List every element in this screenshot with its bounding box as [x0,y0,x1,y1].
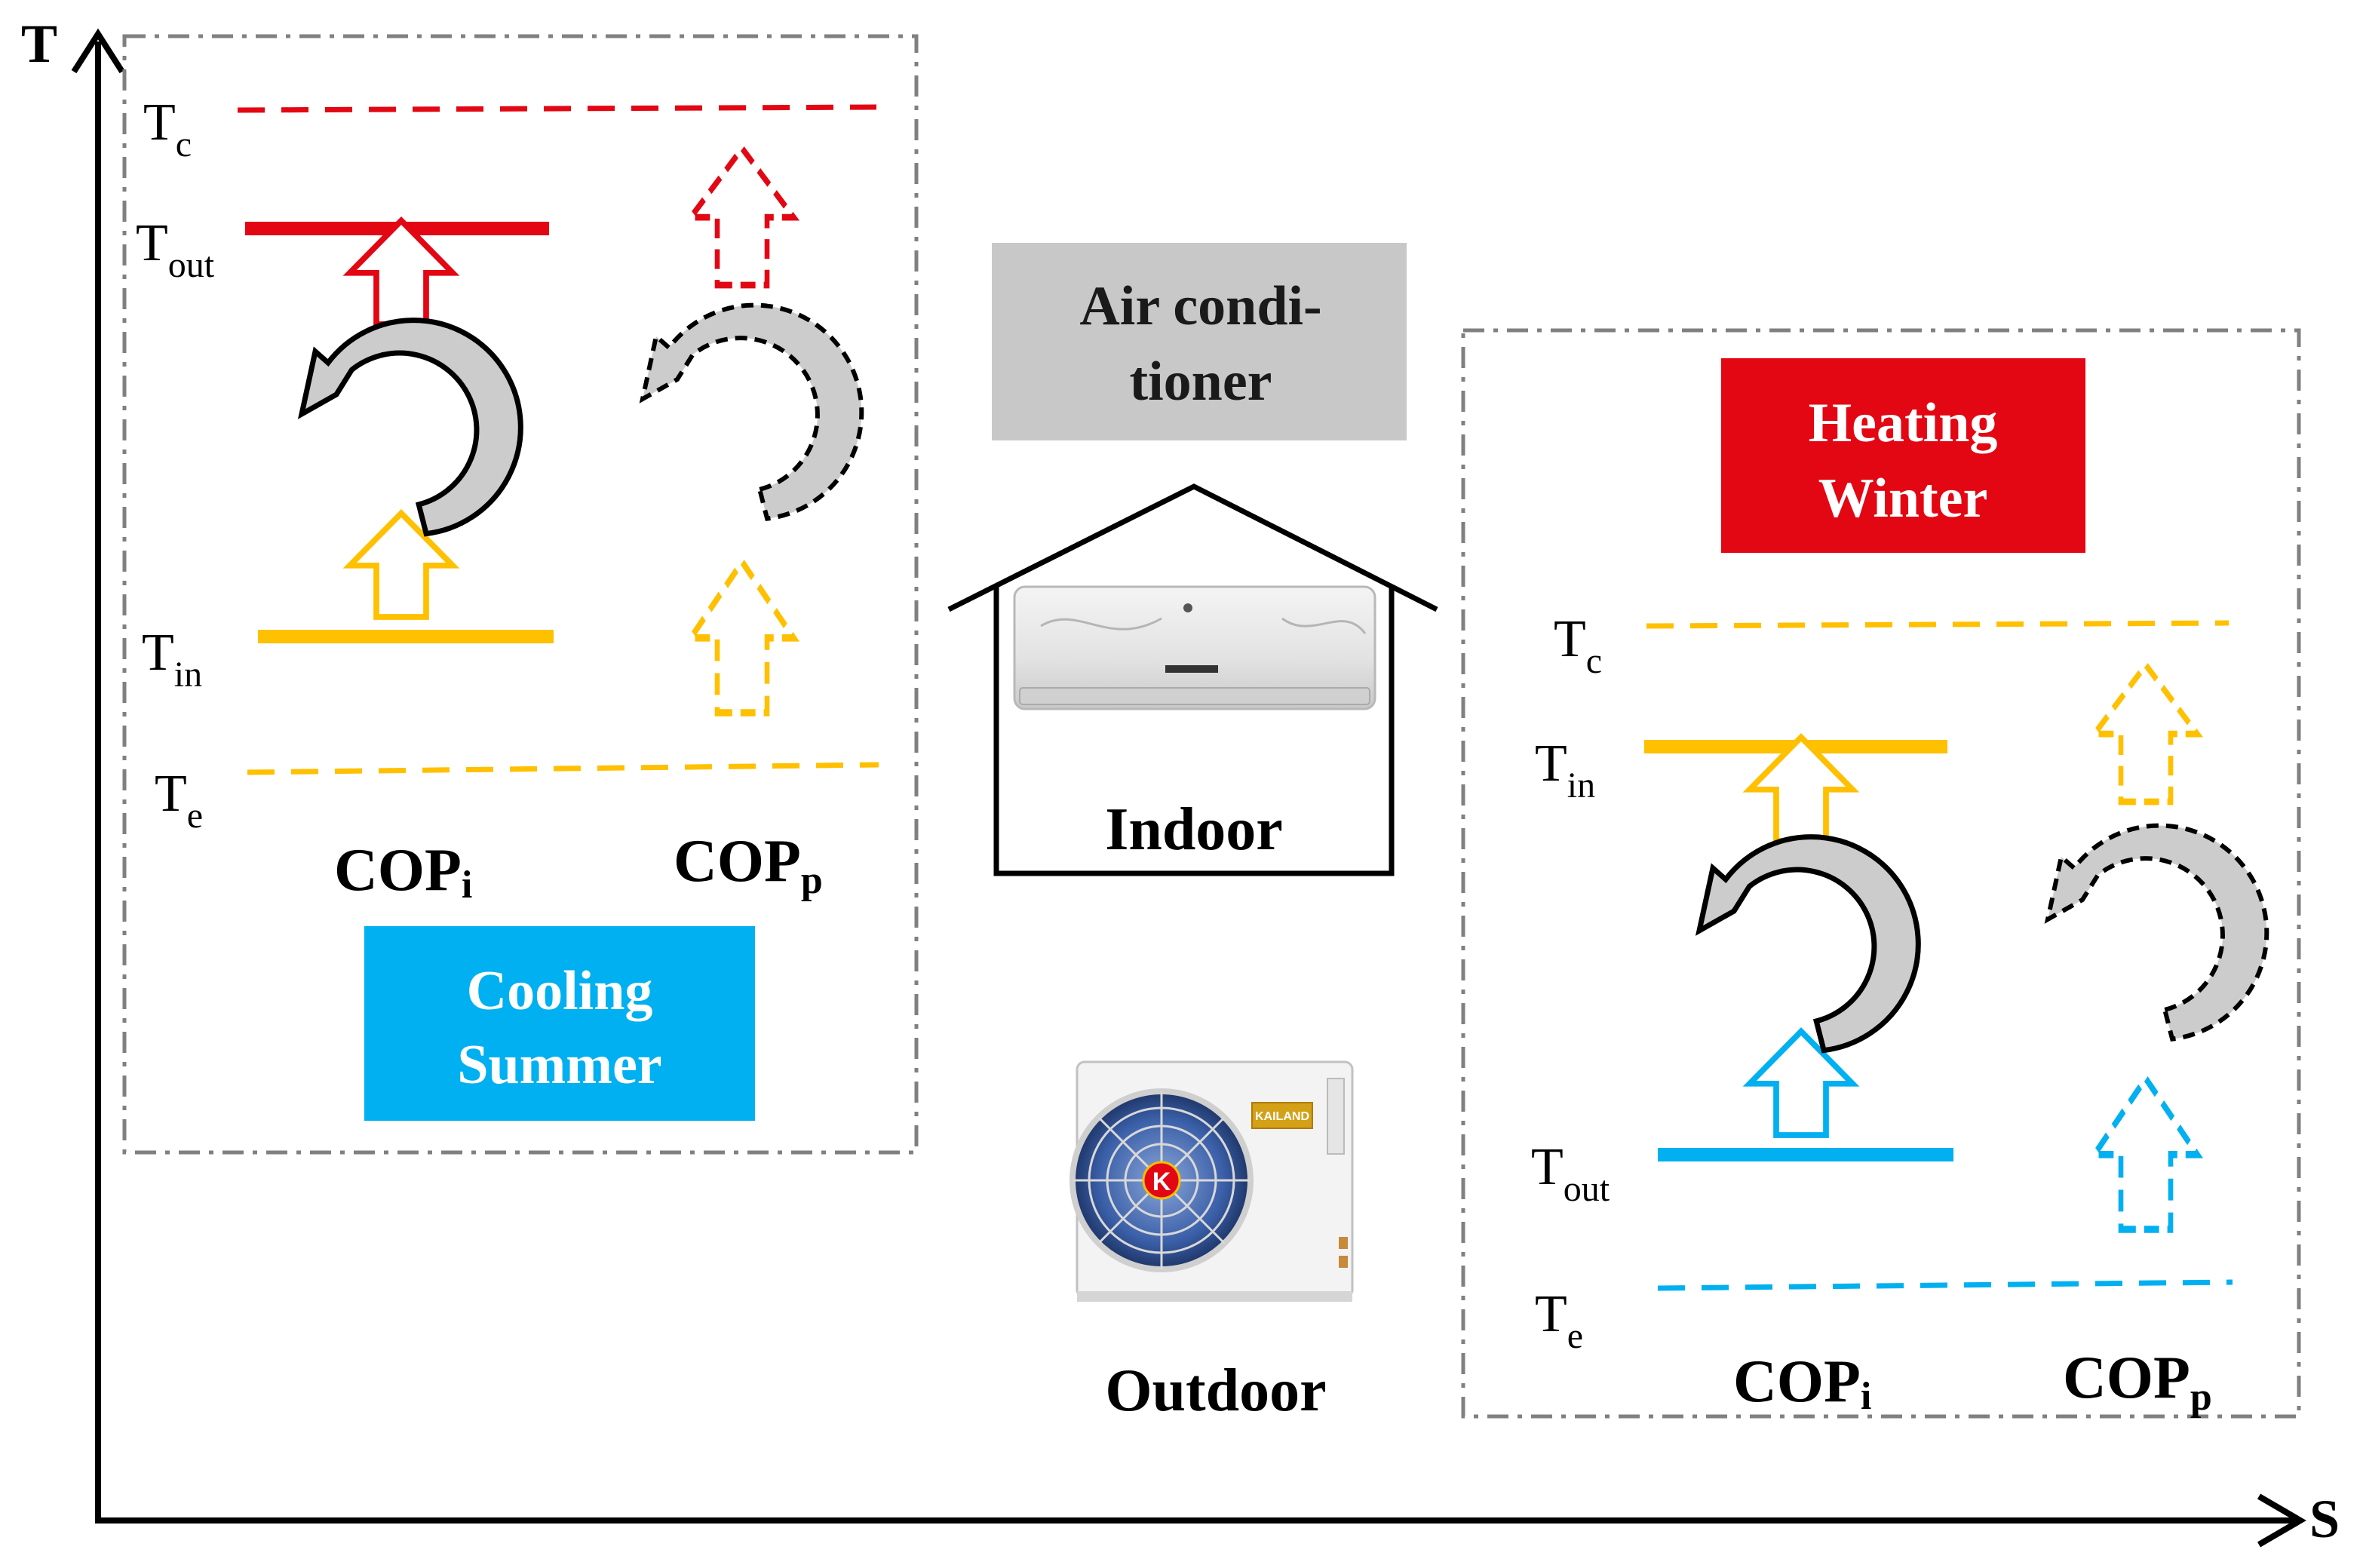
y-axis-label: T [21,14,57,74]
cooling-practical-cycle-icon [643,305,861,519]
cooling-ideal-upper-arrow [350,221,453,325]
heating-tc-label: Tc [1554,610,1602,681]
axes: T S [21,14,2340,1549]
house-roof [947,483,1438,612]
heating-title-line2: Winter [1818,468,1988,529]
heating-ideal-cycle-icon [1699,837,1918,1051]
cooling-tout-label: Tout [136,214,215,285]
cooling-title-line2: Summer [457,1034,661,1096]
heating-cop-ideal-label: COPi [1733,1349,1871,1418]
y-axis-arrowhead [71,28,125,74]
cooling-te-label: Te [155,765,203,836]
cooling-cop-practical-label: COPp [674,828,823,902]
heating-panel-frame [1461,328,2301,1419]
heating-title-box [1721,358,2085,553]
cooling-panel-frame [122,34,919,1155]
cooling-ideal-cycle-icon [302,321,520,534]
x-axis-label: S [2309,1489,2340,1549]
heating-practical-lower-arrow [2094,1079,2197,1229]
air-conditioner-group: Air condi- tioner Indoor [947,243,1438,1424]
cooling-tin-label: Tin [142,624,202,695]
cooling-title-line1: Cooling [467,960,653,1022]
air-conditioner-title-box [992,243,1407,440]
heating-panel: Heating Winter Tc Tin Tout Te COPi COPp [1461,328,2301,1419]
heating-practical-upper-arrow [2094,665,2197,802]
heating-practical-cycle-icon [2048,826,2266,1039]
indoor-label: Indoor [1105,796,1283,863]
air-conditioner-title-line1: Air condi- [1079,275,1321,337]
x-axis-arrowhead [2257,1493,2306,1548]
cooling-title-box [364,926,755,1121]
cooling-practical-lower-arrow [691,562,793,713]
heating-tc-line [1646,620,2230,629]
outdoor-unit-icon: K KAILAND [1069,1060,1354,1302]
cooling-tc-label: Tc [143,94,192,164]
heating-cop-practical-label: COPp [2063,1345,2212,1419]
cooling-tc-line [237,104,877,113]
cooling-practical-upper-arrow [691,149,793,285]
outdoor-unit-logo: K [1152,1168,1171,1196]
outdoor-unit-brand: KAILAND [1255,1110,1309,1123]
cooling-cop-ideal-label: COPi [334,837,472,907]
heating-te-line [1657,1279,2233,1291]
heating-tout-label: Tout [1531,1138,1610,1209]
heating-te-label: Te [1535,1285,1583,1356]
cooling-te-line [247,762,879,775]
indoor-unit-icon [1013,585,1376,710]
heating-title-line1: Heating [1809,392,1998,454]
house-walls [993,585,1395,876]
air-conditioner-title-line2: tioner [1129,351,1272,413]
cooling-panel: Tc Tout Tin Te COPi COPp Cooling Summer [122,34,919,1155]
outdoor-label: Outdoor [1105,1358,1326,1424]
heating-tin-label: Tin [1535,735,1595,805]
